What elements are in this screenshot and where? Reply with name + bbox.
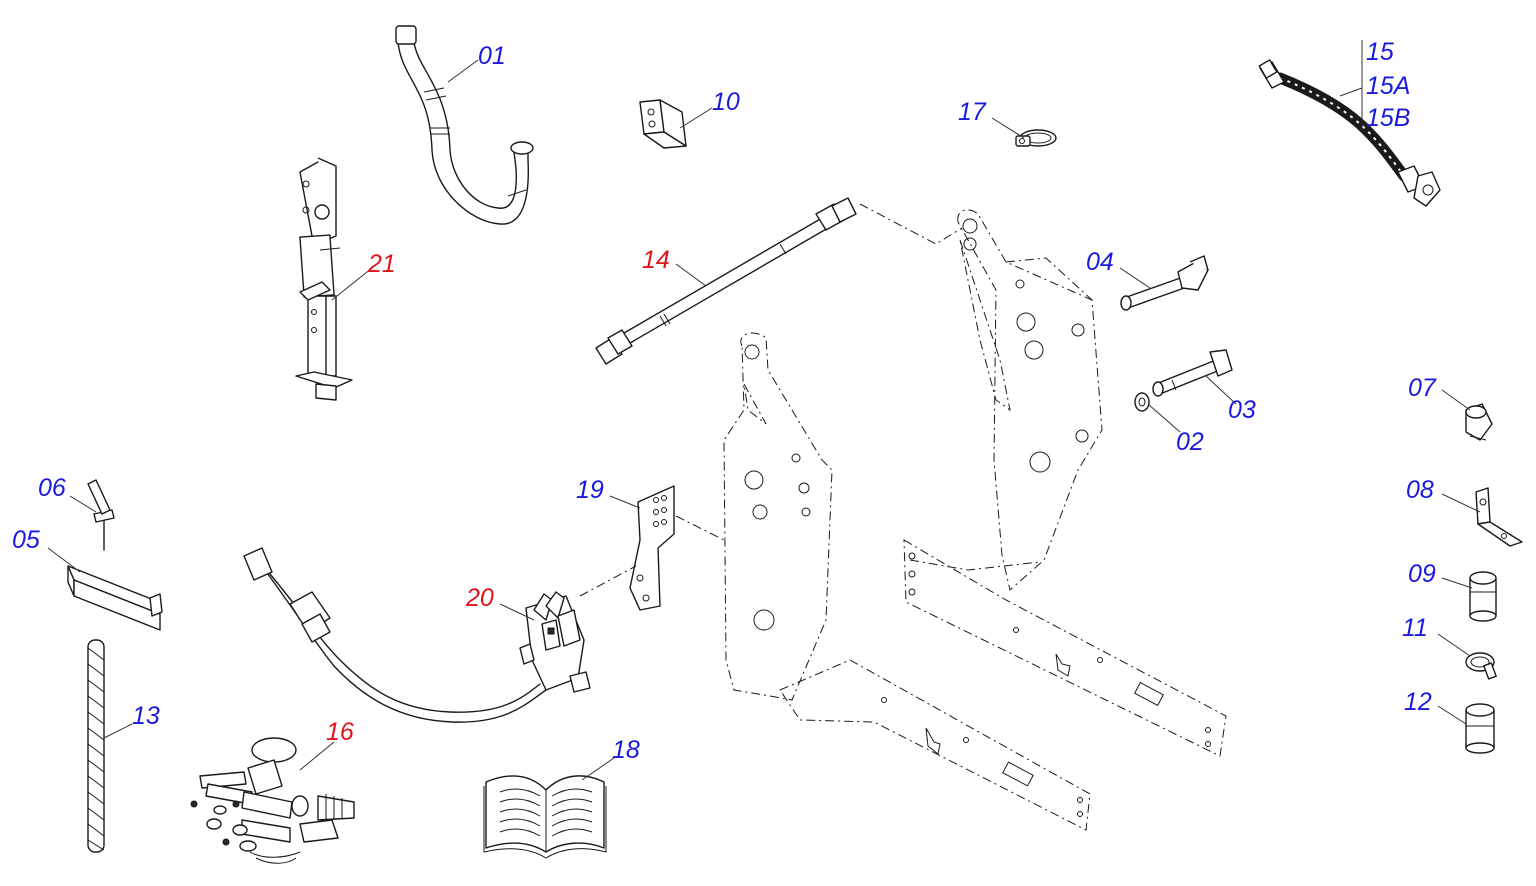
part-04-pin[interactable] <box>1120 255 1209 311</box>
callout-15b: 15B <box>1366 104 1410 132</box>
part-09-bushing[interactable] <box>1469 571 1497 622</box>
callout-labels: 01 02 03 04 05 06 07 08 09 10 11 12 13 1… <box>12 38 1437 764</box>
part-17-hose-clamp[interactable] <box>1015 129 1057 147</box>
leader-lines <box>47 40 1481 781</box>
part-06-clip-pin[interactable] <box>87 479 115 551</box>
callout-12: 12 <box>1404 688 1432 716</box>
part-08-angle-bracket[interactable] <box>1475 487 1523 547</box>
callout-16: 16 <box>326 718 354 746</box>
part-02-washer[interactable] <box>1134 392 1150 412</box>
callout-06: 06 <box>38 474 66 502</box>
part-19-mounting-plate[interactable] <box>579 485 725 611</box>
callout-08: 08 <box>1406 476 1434 504</box>
part-12-bushing[interactable] <box>1465 703 1495 754</box>
callout-09: 09 <box>1408 560 1436 588</box>
part-20-control-valve[interactable] <box>243 547 591 723</box>
part-01-pipe[interactable] <box>395 25 534 225</box>
part-10-bracket[interactable] <box>639 99 687 149</box>
callout-13: 13 <box>132 702 160 730</box>
callout-05: 05 <box>12 526 40 554</box>
part-21-jack-stand[interactable] <box>295 157 353 401</box>
callout-10: 10 <box>712 88 740 116</box>
callout-07: 07 <box>1408 374 1437 402</box>
callout-11: 11 <box>1402 614 1428 642</box>
callout-18: 18 <box>612 736 640 764</box>
callout-20: 20 <box>465 584 494 612</box>
callout-15: 15 <box>1366 38 1394 66</box>
callout-15a: 15A <box>1366 72 1410 100</box>
callout-02: 02 <box>1176 428 1204 456</box>
part-18-manual-book[interactable] <box>483 775 607 859</box>
callout-03: 03 <box>1228 396 1256 424</box>
callout-21: 21 <box>367 250 396 278</box>
part-03-bolt-pin[interactable] <box>1152 349 1233 397</box>
front-loader-frame <box>723 203 1227 831</box>
callout-19: 19 <box>576 476 604 504</box>
part-05-channel[interactable] <box>67 565 163 631</box>
part-11-clamp[interactable] <box>1465 652 1497 680</box>
callout-14: 14 <box>642 246 670 274</box>
part-07-cap[interactable] <box>1465 403 1493 441</box>
part-15-hydraulic-hose[interactable] <box>1258 59 1441 207</box>
part-16-hardware-kit[interactable] <box>190 737 355 864</box>
callout-17: 17 <box>958 98 987 126</box>
part-13-spiral-wrap[interactable] <box>87 639 105 853</box>
callout-01: 01 <box>478 42 506 70</box>
part-14-hydraulic-pipe[interactable] <box>595 197 857 365</box>
callout-04: 04 <box>1086 248 1114 276</box>
